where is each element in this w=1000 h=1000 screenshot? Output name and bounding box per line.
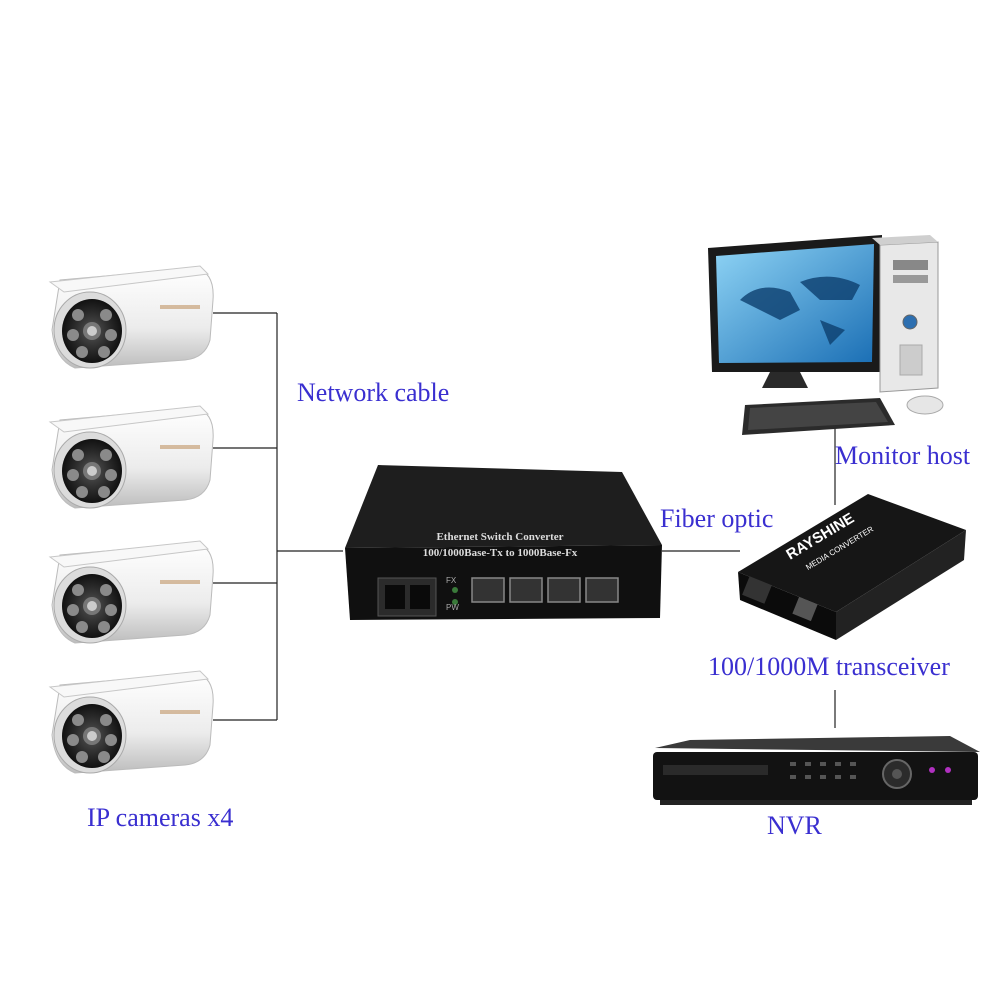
mouse	[906, 395, 944, 415]
switch-top-face	[345, 465, 662, 548]
rj45-port-2	[509, 577, 543, 603]
fx-led-label: FX	[446, 576, 457, 585]
fx-led	[452, 587, 458, 593]
ip-cameras-label: IP cameras x4	[87, 803, 234, 832]
nvr-power-led	[929, 767, 935, 773]
power-button	[902, 314, 918, 330]
monitor-host-label: Monitor host	[835, 441, 971, 470]
rj45-port-4	[585, 577, 619, 603]
converter-side-face	[836, 530, 966, 640]
converter-top-face	[738, 494, 966, 612]
nvr-front-panel	[653, 752, 978, 800]
pw-led-label: PW	[446, 603, 459, 612]
rj45-port-3	[547, 577, 581, 603]
nvr-top-face	[655, 736, 980, 752]
pw-led	[452, 599, 458, 605]
rj45-port-1	[471, 577, 505, 603]
network-cable-label: Network cable	[297, 378, 450, 407]
switch-subtitle: 100/1000Base-Tx to 1000Base-Fx	[423, 547, 578, 559]
converter-fiber-port	[742, 576, 772, 604]
monitor-stand	[762, 372, 808, 388]
converter-rj45-port	[792, 596, 818, 622]
transceiver-label: 100/1000M transceiver	[708, 652, 950, 681]
fiber-optic-label: Fiber optic	[660, 504, 774, 533]
nvr-label: NVR	[767, 811, 822, 840]
nvr-drive-slot	[663, 765, 768, 775]
switch-title: Ethernet Switch Converter	[436, 531, 563, 543]
